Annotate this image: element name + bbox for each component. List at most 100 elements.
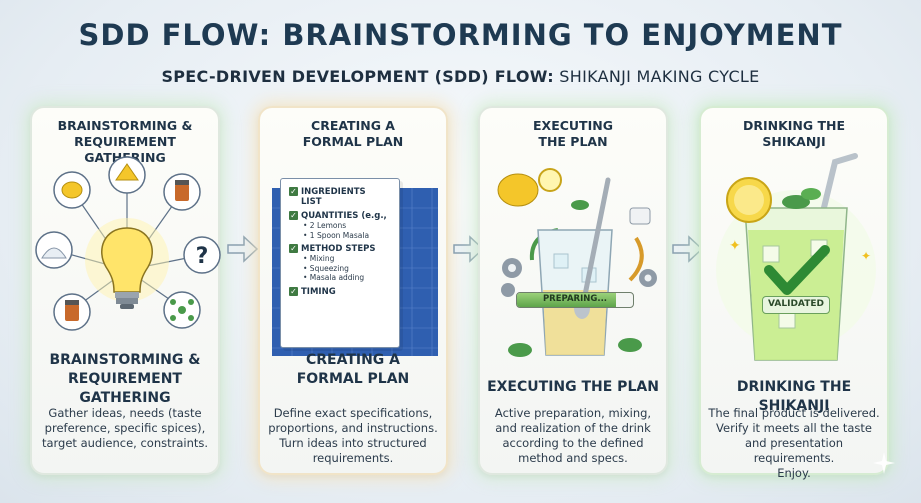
step-heading-line: CREATING A [305, 352, 401, 368]
check-icon: ✓ [289, 286, 298, 296]
spice-jar-icon [163, 173, 201, 211]
step-card-plan: CREATING A FORMAL PLAN ✓INGREDIENTS LIST… [258, 106, 448, 475]
check-icon: ✓ [289, 244, 298, 253]
lemon-icon [497, 168, 562, 207]
straw-icon [818, 153, 858, 223]
flow-arrow-icon [672, 235, 704, 263]
svg-text:?: ? [196, 244, 209, 269]
sparkle-icon: ✦ [861, 249, 871, 263]
step-top-label-line: CREATING A [311, 118, 395, 133]
step-description-line: preference, specific spices), [44, 421, 206, 435]
doc-text: LIST [301, 197, 322, 207]
step-description-line: Define exact specifications, [273, 406, 433, 420]
step-top-label-line: THE PLAN [538, 134, 608, 149]
step-description-line: Enjoy. [777, 466, 811, 480]
doc-subitem: • 2 Lemons [303, 221, 347, 230]
lemon-wedge-icon [108, 156, 146, 194]
page-subtitle: SPEC-DRIVEN DEVELOPMENT (SDD) FLOW: SHIK… [0, 67, 921, 86]
lightbulb-icon [85, 218, 169, 309]
step-top-label-line: DRINKING THE [742, 118, 846, 133]
brainstorm-illustration: ? [35, 156, 221, 331]
network-icon [163, 291, 201, 329]
step-top-label-line: BRAINSTORMING & [57, 118, 193, 133]
doc-subitem: • Masala adding [303, 273, 365, 282]
checkmark-icon [764, 245, 830, 295]
step-description: Define exact specifications, proportions… [266, 406, 440, 466]
step-heading-line: FORMAL PLAN [296, 371, 410, 387]
question-icon: ? [183, 236, 221, 274]
doc-text: METHOD STEPS [301, 244, 376, 254]
step-description: Active preparation, mixing, and realizat… [486, 406, 660, 466]
step-heading-line: DRINKING THE SHIKANJI [736, 379, 852, 414]
plan-illustration: ✓INGREDIENTS LIST ✓QUANTITIES (e.g., • 2… [260, 150, 450, 365]
doc-text: QUANTITIES (e.g., [301, 211, 387, 221]
doc-subitem: • Mixing [303, 254, 335, 263]
mint-leaf-icon [508, 200, 642, 357]
step-description-line: Active preparation, mixing, [494, 406, 652, 420]
doc-ingredients: ✓INGREDIENTS [289, 187, 393, 197]
doc-quantities: ✓QUANTITIES (e.g., [289, 211, 393, 221]
step-heading-line: BRAINSTORMING & [49, 352, 201, 368]
step-top-label-line: FORMAL PLAN [302, 134, 404, 149]
execute-illustration [497, 168, 657, 357]
drink-illustration: ✦ ✦ [716, 153, 876, 361]
step-description-line: Gather ideas, needs (taste [48, 406, 202, 420]
step-description-line: method and specs. [518, 451, 628, 465]
lemon-icon [53, 171, 91, 209]
doc-timing: ✓TIMING [289, 286, 393, 297]
step-description-line: The final product is delivered. [708, 406, 880, 420]
step-top-label: CREATING A FORMAL PLAN [260, 118, 446, 150]
progress-bar-fill [517, 293, 616, 307]
step-card-execute: EXECUTING THE PLAN PREPARING... EXECUTIN… [478, 106, 668, 475]
step-description-line: and realization of the drink [495, 421, 651, 435]
step-description-line: according to the defined [502, 436, 644, 450]
step-heading: BRAINSTORMING & REQUIREMENT GATHERING [32, 351, 218, 408]
step-heading: CREATING A FORMAL PLAN [260, 351, 446, 389]
gear-icon [501, 258, 522, 297]
doc-text: INGREDIENTS [301, 187, 366, 197]
step-description-line: Verify it meets all the taste [716, 421, 872, 435]
progress-bar: PREPARING... [516, 292, 634, 308]
cycle-arrow-icon [628, 236, 644, 282]
step-top-label-line: SHIKANJI [762, 134, 826, 149]
step-description: The final product is delivered. Verify i… [707, 406, 881, 481]
spice-jar-icon [53, 293, 91, 331]
plan-document: ✓INGREDIENTS LIST ✓QUANTITIES (e.g., • 2… [280, 178, 400, 348]
step-description: Gather ideas, needs (taste preference, s… [38, 406, 212, 451]
step-heading-line: EXECUTING THE PLAN [487, 379, 659, 395]
step-heading: EXECUTING THE PLAN [480, 378, 666, 397]
spice-bowl-icon [629, 207, 651, 225]
doc-method: ✓METHOD STEPS [289, 244, 393, 254]
step-description-line: proportions, and instructions. [268, 421, 438, 435]
progress-label: PREPARING... [542, 294, 608, 304]
check-icon: ✓ [289, 187, 298, 196]
step-top-label-line: EXECUTING [533, 118, 613, 133]
subtitle-bold: SPEC-DRIVEN DEVELOPMENT (SDD) FLOW: [161, 67, 554, 86]
step-description-line: target audience, constraints. [41, 436, 209, 450]
mint-leaf-icon [782, 188, 821, 209]
salt-icon [35, 231, 73, 269]
gear-icon [639, 269, 657, 287]
lemon-slice-icon [726, 177, 772, 223]
step-card-drink: DRINKING THE SHIKANJI ✦ ✦ VALIDATED DRIN… [699, 106, 889, 480]
flow-arrow-icon [227, 235, 259, 263]
step-description-line: and presentation requirements. [744, 436, 844, 465]
doc-subitem: • Squeezing [303, 263, 349, 273]
subtitle-rest: SHIKANJI MAKING CYCLE [553, 67, 760, 86]
step-description-line: Turn ideas into structured [279, 436, 427, 450]
step-top-label: DRINKING THE SHIKANJI [701, 118, 887, 150]
step-top-label: EXECUTING THE PLAN [480, 118, 666, 150]
validated-badge: VALIDATED [762, 296, 830, 314]
doc-text: TIMING [301, 286, 336, 297]
step-heading: DRINKING THE SHIKANJI [701, 378, 887, 416]
step-card-brainstorming: BRAINSTORMING & REQUIREMENT GATHERING ? … [30, 106, 221, 475]
step-heading-line: REQUIREMENT GATHERING [68, 371, 182, 406]
check-icon: ✓ [289, 211, 298, 220]
doc-ingredients-cont: LIST [289, 197, 393, 207]
flow-arrow-icon [453, 235, 485, 263]
doc-subitem: • 1 Spoon Masala [303, 230, 370, 240]
sparkle-icon: ✦ [729, 238, 741, 254]
step-description-line: requirements. [312, 451, 394, 465]
step-top-label: BRAINSTORMING & REQUIREMENT GATHERING [32, 118, 218, 166]
page-title: SDD FLOW: BRAINSTORMING TO ENJOYMENT [78, 18, 843, 52]
